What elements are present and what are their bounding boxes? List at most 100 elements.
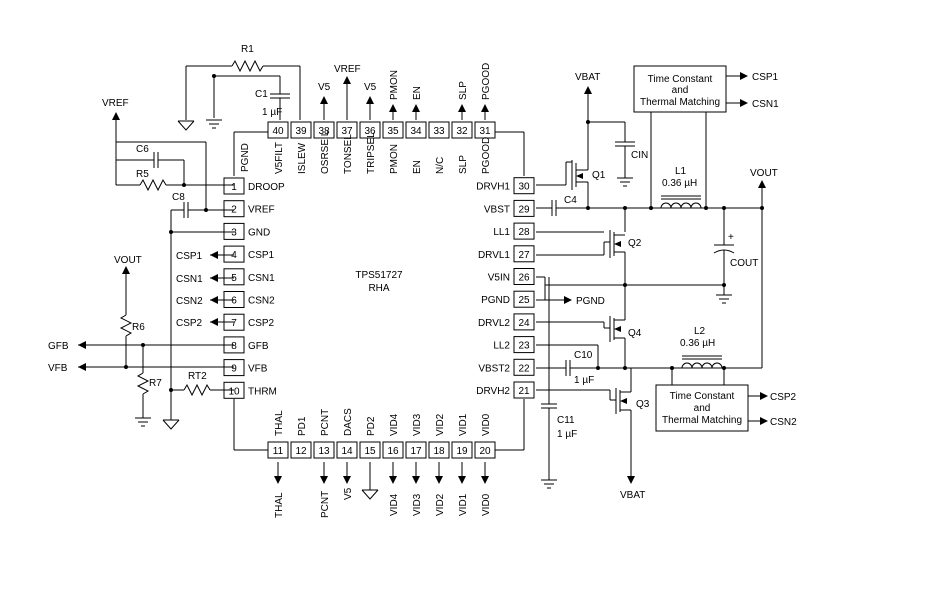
q4-label: Q4 — [628, 328, 642, 339]
r5-resistor — [139, 178, 167, 192]
bot-vid1-label: VID1 — [458, 493, 469, 516]
csp1-out-label: CSP1 — [752, 72, 779, 83]
pin-label: DRVH2 — [476, 386, 510, 397]
ground-icon — [361, 489, 379, 500]
pin-label: TRIPSEL — [366, 132, 377, 174]
q2-mosfet: Q2 — [536, 230, 642, 285]
pin-number: 10 — [228, 386, 240, 397]
l2-inductor — [681, 362, 723, 369]
pin-number: 4 — [231, 250, 237, 261]
bot-v5-label: V5 — [343, 487, 354, 500]
csn1-in-label: CSN1 — [176, 274, 203, 285]
top-pgood-label: PGOOD — [481, 63, 492, 100]
pin-label: LL2 — [493, 341, 510, 352]
r1-resistor — [231, 59, 264, 73]
l2-label: L2 — [694, 326, 706, 337]
rt2-resistor — [183, 383, 211, 397]
pin-number: 34 — [410, 126, 422, 137]
pin-box-22 — [513, 358, 535, 376]
tc2-line2: and — [694, 403, 711, 414]
pin-number: 6 — [231, 296, 237, 307]
pin-box-40 — [267, 121, 289, 139]
pin-label: CSP1 — [248, 250, 275, 261]
vout-right-label: VOUT — [750, 168, 778, 179]
r5-label: R5 — [136, 169, 149, 180]
pin-box-4 — [223, 245, 245, 263]
tc2-line3: Thermal Matching — [662, 415, 742, 426]
pin-number: 14 — [341, 446, 353, 457]
l1-label: L1 — [675, 166, 687, 177]
ground-icon — [716, 294, 732, 304]
pin-box-5 — [223, 268, 245, 286]
pin-number: 22 — [518, 363, 530, 374]
pin-box-1 — [223, 177, 245, 195]
pin-number: 24 — [518, 318, 530, 329]
pin-label: VID0 — [481, 413, 492, 436]
tc1-line1: Time Constant — [648, 74, 713, 85]
pin-label: SLP — [458, 155, 469, 174]
pin-box-33 — [428, 121, 450, 139]
pin-number: 17 — [410, 446, 422, 457]
pin-number: 38 — [318, 126, 330, 137]
top-vref-label: VREF — [334, 64, 361, 75]
pin-box-9 — [223, 359, 245, 377]
pin-number: 31 — [479, 126, 491, 137]
r7-label: R7 — [149, 378, 162, 389]
pins-top: 31PGOOD32SLP33N/C34EN35PMON36TRIPSEL37TO… — [267, 121, 496, 174]
ground-icon — [135, 417, 151, 427]
c10-value: 1 µF — [574, 375, 594, 386]
pin-label: VBST — [484, 204, 510, 215]
ground-icon — [177, 120, 195, 131]
r6-label: R6 — [132, 322, 145, 333]
pin-label: VID4 — [389, 413, 400, 436]
pin-number: 23 — [518, 341, 530, 352]
pin-number: 33 — [433, 126, 445, 137]
pin-box-38 — [313, 121, 335, 139]
pin-label: DROOP — [248, 182, 285, 193]
pin-number: 21 — [518, 386, 530, 397]
pin-box-36 — [359, 121, 381, 139]
pin-label: THAL — [274, 410, 285, 436]
pin-number: 5 — [231, 273, 237, 284]
pin-number: 35 — [387, 126, 399, 137]
pin-number: 28 — [518, 227, 530, 238]
bot-vid4-label: VID4 — [389, 493, 400, 516]
pin-box-14 — [336, 441, 358, 459]
pin-label: DRVL1 — [478, 250, 510, 261]
pin-box-20 — [474, 441, 496, 459]
c11-label: C11 — [557, 415, 575, 426]
pin-label: TONSEL — [343, 134, 354, 174]
csn1-out-label: CSN1 — [752, 99, 779, 110]
r7-resistor — [136, 372, 150, 395]
pin-label: VID3 — [412, 413, 423, 436]
q1-label: Q1 — [592, 170, 606, 181]
csn2-in-label: CSN2 — [176, 296, 203, 307]
bot-vid0-label: VID0 — [481, 493, 492, 516]
pin-label: V5IN — [488, 273, 510, 284]
gfb-label: GFB — [48, 341, 69, 352]
ic-body: TPS51727 RHA PGND — [233, 131, 525, 451]
csp2-in-label: CSP2 — [176, 318, 203, 329]
pin-number: 2 — [231, 205, 237, 216]
c11-value: 1 µF — [557, 429, 577, 440]
tc2-line1: Time Constant — [670, 391, 735, 402]
pin-box-35 — [382, 121, 404, 139]
pin-box-28 — [513, 222, 535, 240]
q3-label: Q3 — [636, 399, 650, 410]
pin-label: N/C — [435, 157, 446, 174]
ground-icon — [206, 119, 222, 129]
time-constant-block-2 — [655, 384, 749, 432]
pin-number: 30 — [518, 182, 530, 193]
bot-vid2-label: VID2 — [435, 493, 446, 516]
left-network: VREF C6 R5 C8 CSP1 — [48, 98, 234, 430]
pin-label: PCNT — [320, 409, 331, 436]
top-v5-a-label: V5 — [318, 82, 331, 93]
bot-pcnt-label: PCNT — [320, 491, 331, 518]
vout-left-label: VOUT — [114, 255, 142, 266]
pin-box-31 — [474, 121, 496, 139]
q3-mosfet: Q3 — [536, 368, 650, 478]
pin-label: DACS — [343, 408, 354, 436]
pin-box-34 — [405, 121, 427, 139]
pgnd-out-label: PGND — [576, 296, 605, 307]
